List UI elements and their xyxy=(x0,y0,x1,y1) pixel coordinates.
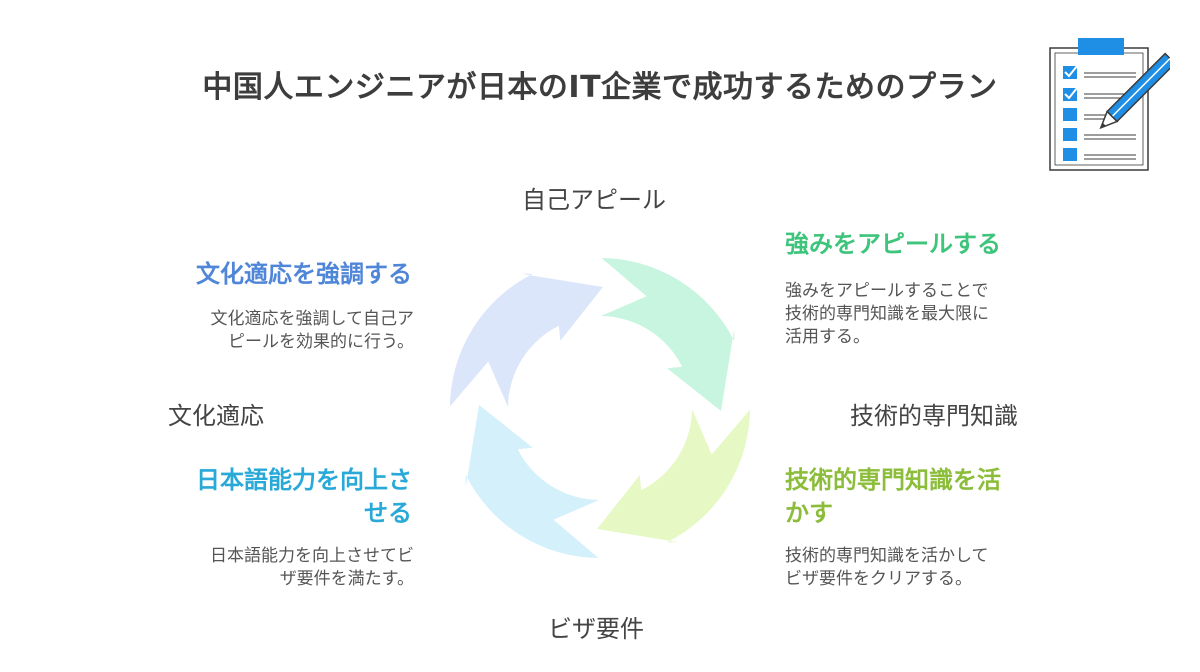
cycle-segment-bottom-right xyxy=(597,408,750,543)
axis-label-bottom: ビザ要件 xyxy=(548,615,644,643)
cycle-diagram xyxy=(450,258,750,558)
axis-label-top: 自己アピール xyxy=(522,186,666,214)
heading-bottom-right-line: 技術的専門知識を活 xyxy=(785,466,1001,494)
axis-label-left: 文化適応 xyxy=(168,402,264,430)
heading-bottom-right: 技術的専門知識を活 かす xyxy=(785,464,1085,530)
desc-top-left-line: ピールを効果的に行う。 xyxy=(228,332,414,352)
cycle-segment-bottom-left xyxy=(465,405,600,558)
desc-bottom-right-line: ビザ要件をクリアする。 xyxy=(785,569,972,589)
page-title: 中国人エンジニアが日本のIT企業で成功するためのプラン xyxy=(202,70,998,105)
heading-bottom-left-line: 日本語能力を向上さ xyxy=(196,466,412,494)
clipboard-checklist-icon xyxy=(1049,38,1170,171)
heading-bottom-left-line: せる xyxy=(364,499,412,527)
heading-top-right: 強みをアピールする xyxy=(785,230,1001,258)
axis-label-right: 技術的専門知識 xyxy=(850,402,1018,430)
desc-bottom-left-line: 日本語能力を向上させてビ xyxy=(210,546,414,566)
desc-bottom-left: 日本語能力を向上させてビ ザ要件を満たす。 xyxy=(150,545,414,591)
heading-bottom-right-line: かす xyxy=(785,499,833,527)
desc-top-left: 文化適応を強調して自己ア ピールを効果的に行う。 xyxy=(150,308,415,354)
desc-top-right-line: 活用する。 xyxy=(785,327,870,347)
cycle-segment-top-left xyxy=(450,273,603,408)
desc-bottom-right-line: 技術的専門知識を活かして xyxy=(785,546,989,566)
desc-bottom-right: 技術的専門知識を活かして ビザ要件をクリアする。 xyxy=(785,545,1065,591)
desc-top-right-line: 強みをアピールすることで xyxy=(785,281,989,301)
heading-bottom-left: 日本語能力を向上さ せる xyxy=(150,464,412,530)
desc-bottom-left-line: ザ要件を満たす。 xyxy=(279,569,414,589)
desc-top-left-line: 文化適応を強調して自己ア xyxy=(210,309,415,329)
desc-top-right-line: 技術的専門知識を最大限に xyxy=(785,304,989,324)
desc-top-right: 強みをアピールすることで 技術的専門知識を最大限に 活用する。 xyxy=(785,280,1065,349)
heading-top-left: 文化適応を強調する xyxy=(196,260,412,288)
cycle-segment-top-right xyxy=(600,258,735,411)
